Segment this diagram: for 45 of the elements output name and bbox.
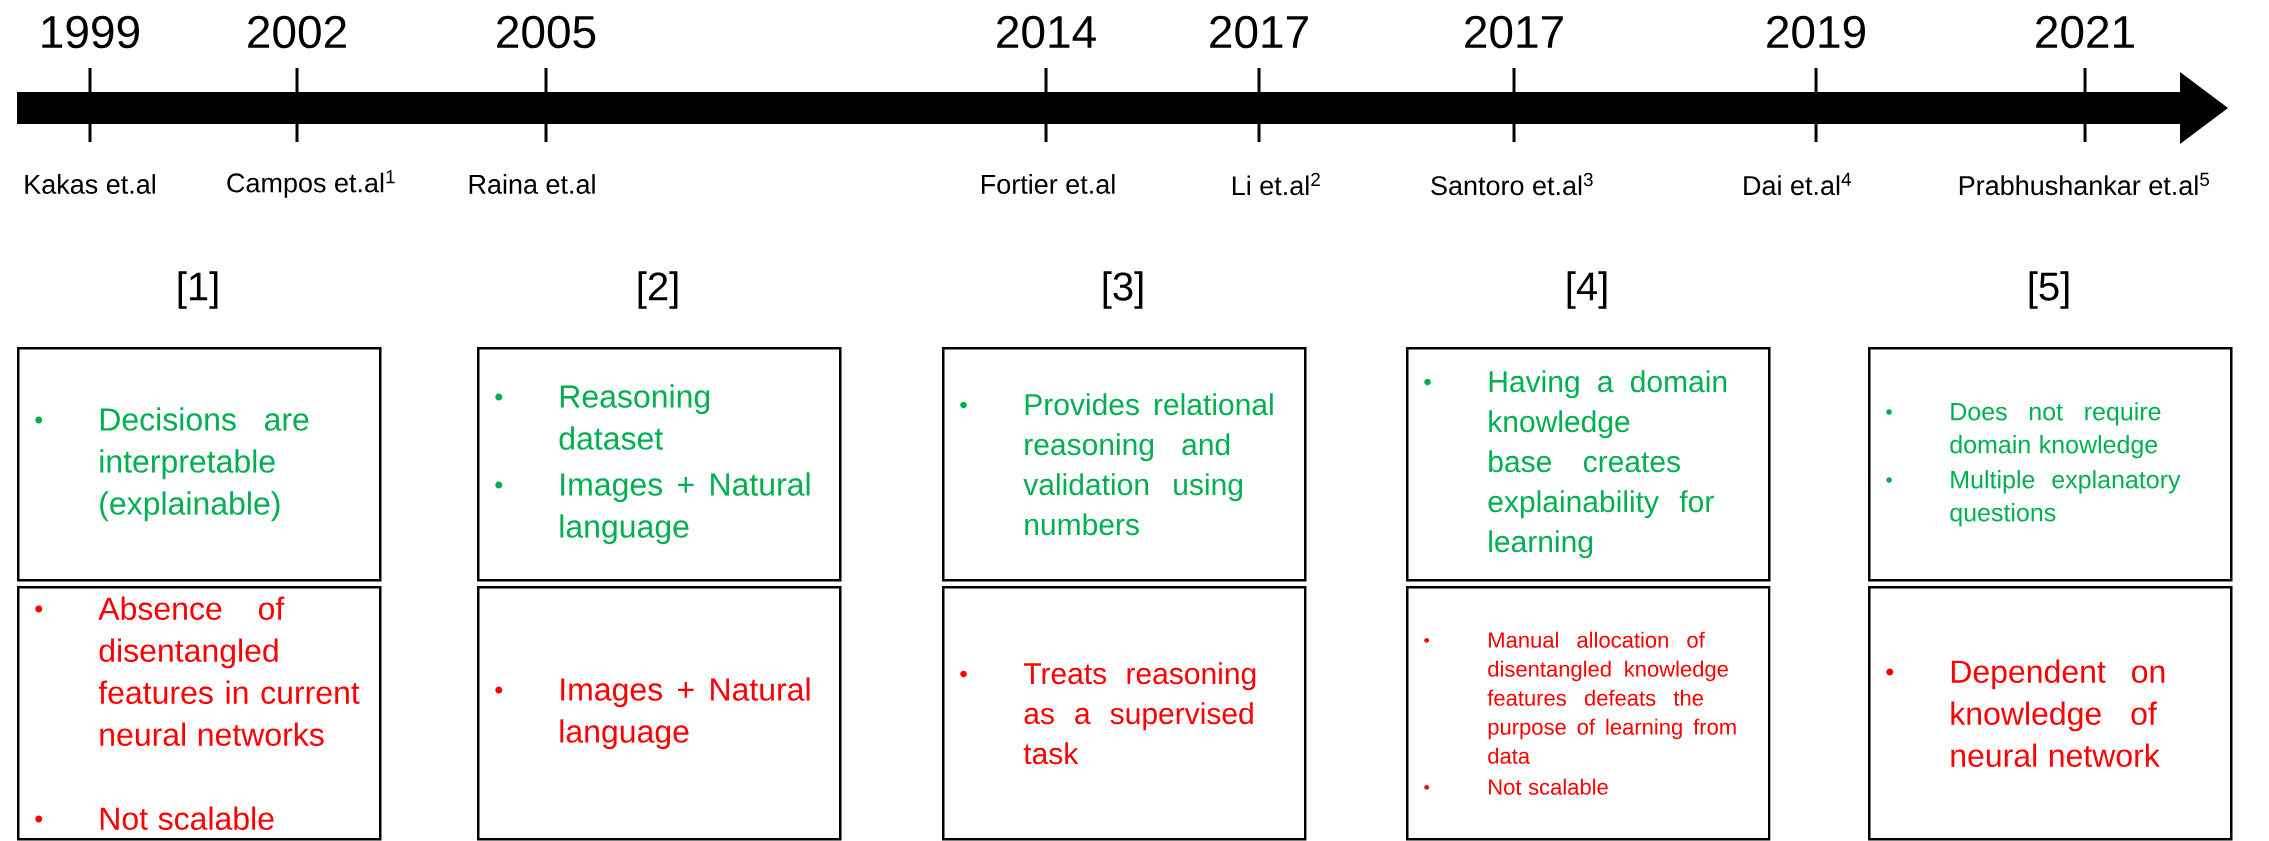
year-label: 2019 bbox=[1767, 15, 1865, 49]
year-label: 1999 bbox=[42, 15, 139, 49]
reference-number: [1] bbox=[178, 271, 218, 309]
reference-number: [2] bbox=[638, 271, 678, 309]
advantages-box bbox=[17, 347, 382, 582]
drawbacks-box bbox=[17, 586, 382, 841]
bullet-item: Manual allocation of disentangled knowledge features defeats the purpose of learning from data bbox=[1424, 631, 1736, 764]
year-label: 2021 bbox=[2036, 15, 2134, 49]
year-label: 2014 bbox=[997, 15, 1096, 49]
bullet-item: Dependent on knowledge of neural network bbox=[1886, 659, 2165, 767]
author-label: Raina et.al bbox=[469, 174, 595, 194]
advantages-box bbox=[1868, 347, 2233, 582]
bullet-item: Images + Natural language bbox=[495, 472, 810, 545]
drawbacks-box bbox=[942, 586, 1307, 841]
author-label: Kakas et.al bbox=[25, 174, 155, 194]
bullet-item: Treats reasoning as a supervised task bbox=[960, 662, 1256, 765]
drawbacks-box bbox=[1868, 586, 2233, 841]
bullet-item: Provides relational reasoning and validation using numbers bbox=[960, 393, 1273, 536]
bullet-item: Having a domain knowledge base creates explainability for learning bbox=[1424, 370, 1727, 559]
bullet-item: Not scalable bbox=[1424, 778, 1608, 795]
year-label: 2017 bbox=[1465, 15, 1563, 49]
bullet-item: Reasoning dataset bbox=[495, 384, 710, 450]
year-label: 2002 bbox=[248, 15, 346, 49]
year-label: 2017 bbox=[1210, 15, 1308, 49]
drawbacks-box bbox=[1406, 586, 1771, 841]
reference-number: [4] bbox=[1567, 271, 1607, 309]
drawbacks-box bbox=[477, 586, 842, 841]
author-label: Campos et.al$^{1}$ bbox=[227, 170, 395, 198]
author-label: Fortier et.al bbox=[981, 174, 1115, 194]
author-label: Dai et.al$^{4}$ bbox=[1744, 172, 1851, 196]
bullet-item: Multiple explanatory questions bbox=[1886, 470, 2181, 527]
advantages-box bbox=[1406, 347, 1771, 582]
bullet-item: Absence of disentangled features in current neural networks bbox=[35, 596, 360, 746]
author-label: Santoro et.al$^{3}$ bbox=[1431, 172, 1593, 196]
author-label: Prabhushankar et.al$^{5}$ bbox=[1959, 172, 2210, 196]
bullet-item: Does not require domain knowledge bbox=[1886, 402, 2161, 459]
reference-number: [5] bbox=[2029, 271, 2069, 309]
author-label: Li et.al$^{2}$ bbox=[1232, 172, 1320, 196]
year-label: 2005 bbox=[497, 15, 596, 49]
bullet-item: Decisions are interpretable (explainable) bbox=[35, 407, 309, 522]
bullet-item: Images + Natural language bbox=[495, 677, 810, 750]
advantages-box bbox=[477, 347, 842, 582]
reference-number: [3] bbox=[1103, 271, 1143, 309]
advantages-box bbox=[942, 347, 1307, 582]
bullet-item: Not scalable bbox=[35, 806, 274, 830]
